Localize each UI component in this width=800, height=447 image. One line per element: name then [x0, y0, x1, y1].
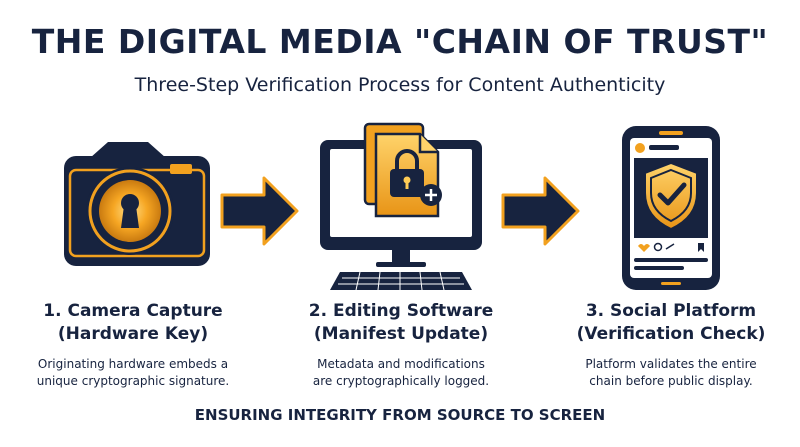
step-title-line: 1. Camera Capture: [43, 301, 223, 321]
step-title: 3. Social Platform (Verification Check): [546, 300, 796, 346]
step-description-line: chain before public display.: [589, 374, 753, 388]
step-description-line: unique cryptographic signature.: [36, 374, 230, 388]
page-title: THE DIGITAL MEDIA "CHAIN OF TRUST": [31, 22, 769, 61]
footer-tagline: ENSURING INTEGRITY FROM SOURCE TO SCREEN: [194, 406, 606, 424]
step-title-line: 3. Social Platform: [585, 301, 757, 321]
step-title-line: (Verification Check): [576, 324, 766, 344]
step-title-line: (Manifest Update): [313, 324, 489, 344]
step-title: 1. Camera Capture (Hardware Key): [8, 300, 258, 346]
step-title: 2. Editing Software (Manifest Update): [276, 300, 526, 346]
step-description-line: Platform validates the entire: [585, 357, 757, 371]
computer-locked-document-icon: [320, 122, 482, 291]
step-social-platform: 3. Social Platform (Verification Check) …: [546, 300, 796, 390]
step-description-line: Originating hardware embeds a: [37, 357, 229, 371]
camera-keyhole-icon: [64, 142, 210, 266]
step-title-line: (Hardware Key): [57, 324, 209, 344]
smartphone-shield-check-icon: [622, 126, 720, 290]
step-description: Metadata and modifications are cryptogra…: [276, 356, 526, 390]
step-description: Originating hardware embeds a unique cry…: [8, 356, 258, 390]
step-editing-software: 2. Editing Software (Manifest Update) Me…: [276, 300, 526, 390]
step-description-line: Metadata and modifications: [317, 357, 485, 371]
step-title-line: 2. Editing Software: [308, 301, 494, 321]
step-camera-capture: 1. Camera Capture (Hardware Key) Origina…: [8, 300, 258, 390]
arrow-right-icon: [501, 176, 580, 246]
arrow-right-icon: [220, 176, 299, 246]
page-subtitle: Three-Step Verification Process for Cont…: [134, 74, 666, 96]
step-description: Platform validates the entire chain befo…: [546, 356, 796, 390]
step-description-line: are cryptographically logged.: [312, 374, 490, 388]
